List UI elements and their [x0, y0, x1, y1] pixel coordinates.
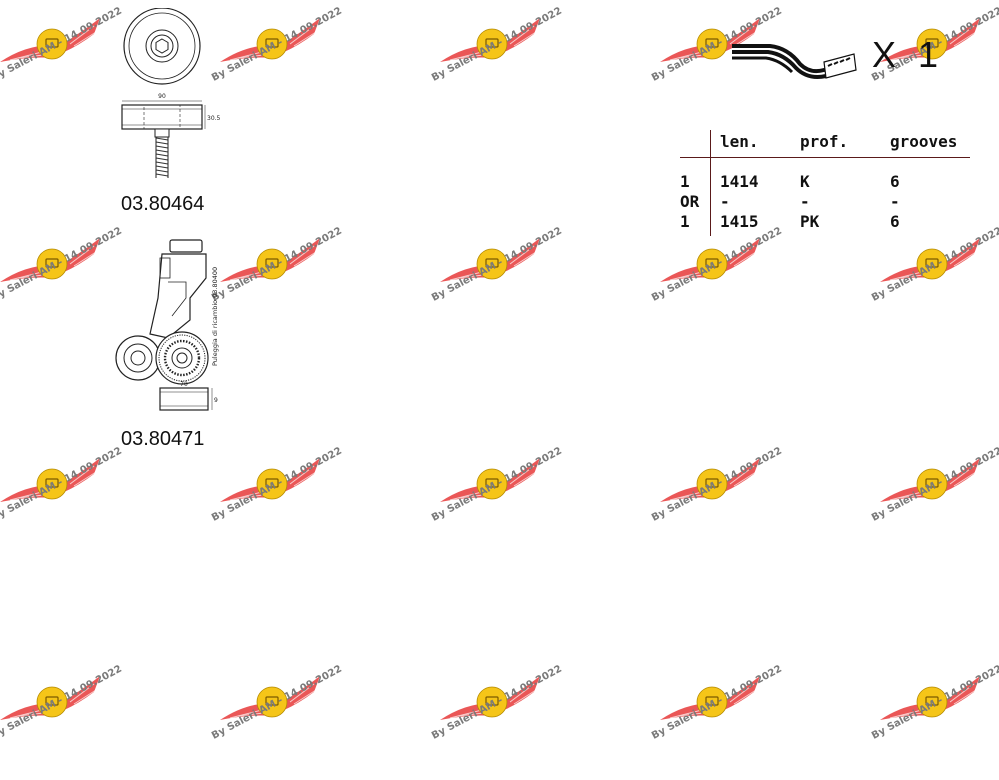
watermark-tile: By Saleri AM - 14.09.2022	[870, 6, 999, 122]
wing-logo-icon	[220, 458, 320, 502]
watermark-tile: By Saleri AM - 14.09.2022	[650, 6, 790, 122]
replacement-pulley-note: Puleggia di ricambio 03.80400	[211, 267, 219, 366]
pulley-height-dimension: 30.5	[207, 115, 221, 122]
watermark-tile: By Saleri AM - 14.09.2022	[210, 446, 350, 562]
wing-logo-icon	[660, 238, 760, 282]
row2-grooves: -	[890, 192, 900, 211]
row3-qty: 1	[680, 212, 690, 231]
part-code-1: 03.80464	[121, 193, 205, 215]
wing-logo-icon	[0, 238, 100, 282]
wing-logo-icon	[0, 18, 100, 62]
row3-prof: PK	[800, 212, 820, 231]
watermark-tile: By Saleri AM - 14.09.2022	[0, 6, 130, 122]
watermark-tile: By Saleri AM - 14.09.2022	[0, 664, 130, 780]
wing-logo-icon	[220, 238, 320, 282]
watermark-tile: By Saleri AM - 14.09.2022	[0, 226, 130, 342]
watermark-tile: By Saleri AM - 14.09.2022	[650, 446, 790, 562]
belt-quantity: X 1	[872, 34, 945, 75]
part-code-2: 03.80471	[121, 428, 205, 450]
row2-len: -	[720, 192, 730, 211]
watermark-tile: By Saleri AM - 14.09.2022	[430, 446, 570, 562]
pulley-width-dimension: 90	[158, 93, 166, 100]
arm-height-dimension: 9	[214, 397, 218, 404]
row2-qty: OR	[680, 192, 700, 211]
tensioner-pulley-drawing: 90 30.5	[121, 8, 221, 178]
row2-prof: -	[800, 192, 810, 211]
wing-logo-icon	[440, 238, 540, 282]
row3-grooves: 6	[890, 212, 900, 231]
row1-prof: K	[800, 172, 810, 191]
header-grooves: grooves	[890, 132, 958, 151]
row1-len: 1414	[720, 172, 759, 191]
watermark-tile: By Saleri AM - 14.09.2022	[650, 664, 790, 780]
wing-logo-icon	[440, 18, 540, 62]
header-prof: prof.	[800, 132, 849, 151]
watermark-tile: By Saleri AM - 14.09.2022	[210, 6, 350, 122]
wing-logo-icon	[0, 458, 100, 502]
watermark-tile: By Saleri AM - 14.09.2022	[870, 446, 999, 562]
watermark-tile: By Saleri AM - 14.09.2022	[430, 6, 570, 122]
watermark-tile: By Saleri AM - 14.09.2022	[430, 664, 570, 780]
watermark-tile: By Saleri AM - 14.09.2022	[430, 226, 570, 342]
watermark-tile: By Saleri AM - 14.09.2022	[650, 226, 790, 342]
wing-logo-icon	[880, 458, 980, 502]
wing-logo-icon	[660, 458, 760, 502]
row1-qty: 1	[680, 172, 690, 191]
row1-grooves: 6	[890, 172, 900, 191]
wing-logo-icon	[660, 18, 760, 62]
watermark-tile: By Saleri AM - 14.09.2022	[210, 226, 350, 342]
watermark-tile: By Saleri AM - 14.09.2022	[210, 664, 350, 780]
table-vertical-rule	[710, 130, 711, 236]
wing-logo-icon	[220, 18, 320, 62]
wing-logo-icon	[0, 676, 100, 720]
wing-logo-icon	[880, 238, 980, 282]
multi-v-belt-icon	[732, 44, 857, 79]
watermark-tile: By Saleri AM - 14.09.2022	[870, 664, 999, 780]
arm-width-dimension: 70	[180, 381, 188, 388]
watermark-tile: By Saleri AM - 14.09.2022	[870, 226, 999, 342]
header-len: len.	[720, 132, 759, 151]
wing-logo-icon	[880, 18, 980, 62]
watermark-tile: By Saleri AM - 14.09.2022	[0, 446, 130, 562]
wing-logo-icon	[440, 458, 540, 502]
row3-len: 1415	[720, 212, 759, 231]
table-horizontal-rule	[680, 157, 970, 158]
tensioner-arm-drawing: 70 9 Puleggia di ricambio 03.80400	[115, 239, 219, 411]
